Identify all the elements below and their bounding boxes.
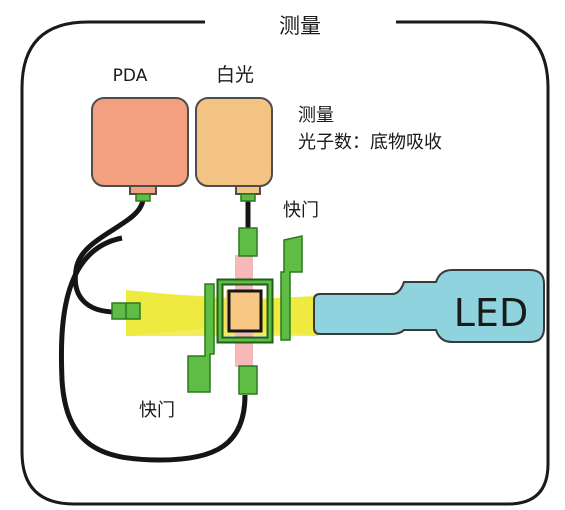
pda-box-neck — [129, 185, 157, 195]
white-light-label: 白光 — [216, 64, 254, 86]
bottom-fiber-tip — [238, 365, 258, 395]
top-fiber-tip — [238, 227, 258, 257]
pda-label: PDA — [113, 66, 148, 86]
shutter-left — [187, 283, 215, 393]
shutter-bottom-label: 快门 — [139, 400, 175, 421]
measure-detail-annotation: 光子数：底物吸收 — [298, 132, 442, 153]
white-light-connector — [240, 193, 256, 202]
frame-border — [20, 20, 550, 506]
pda-box — [91, 97, 189, 187]
cuvette — [227, 289, 263, 333]
shutter-top-label: 快门 — [283, 200, 319, 221]
measure-title-annotation: 测量 — [298, 105, 334, 126]
cuvette-holder-inner — [218, 280, 272, 342]
white-light-box-neck — [235, 185, 261, 195]
led-label: LED — [454, 291, 528, 335]
led-body — [313, 269, 545, 343]
beam-overlap — [226, 290, 262, 330]
pda-cable — [72, 197, 146, 315]
yellow-light-beam-left — [126, 290, 230, 336]
white-light-box — [195, 97, 273, 187]
pda-cable-loop — [58, 235, 248, 463]
shutter-right — [280, 235, 303, 341]
pda-connector — [135, 193, 151, 202]
frame-title: 测量 — [279, 14, 321, 38]
